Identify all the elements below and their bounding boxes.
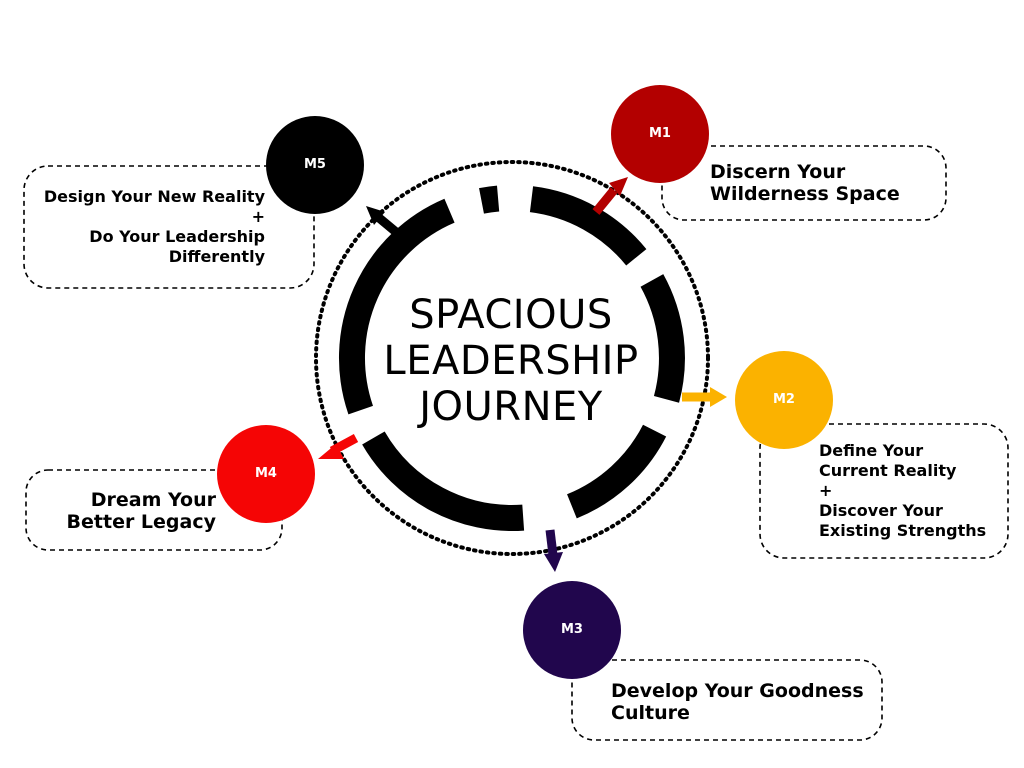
ring-segment bbox=[529, 186, 647, 266]
ring-segment bbox=[362, 431, 525, 531]
m5-line-1: Design Your New Reality bbox=[43, 187, 265, 206]
m2-line-4: Discover Your bbox=[819, 501, 943, 520]
m1-badge-label: M1 bbox=[649, 126, 671, 141]
m3-badge bbox=[523, 581, 621, 679]
m3-badge-label: M3 bbox=[561, 622, 583, 637]
m2-badge-label: M2 bbox=[773, 392, 795, 407]
m1-line-2: Wilderness Space bbox=[710, 183, 900, 205]
m2-text-box bbox=[759, 423, 1009, 559]
m5-line-3: Do Your Leadership bbox=[89, 227, 265, 246]
m4-description: Dream Your Better Legacy bbox=[40, 489, 216, 533]
m1-text-box bbox=[661, 145, 947, 221]
central-ring bbox=[338, 185, 685, 531]
m4-badge-label: M4 bbox=[255, 466, 277, 481]
m3-line-2: Culture bbox=[611, 702, 690, 724]
m1-badge bbox=[611, 85, 709, 183]
ring-segment bbox=[338, 198, 455, 415]
ring-segment bbox=[479, 185, 500, 214]
m5-line-2: + bbox=[251, 207, 265, 226]
ring-segment bbox=[566, 424, 667, 519]
m3-line-1: Develop Your Goodness bbox=[611, 680, 864, 702]
title-line-1: SPACIOUS bbox=[409, 292, 613, 338]
m3-text-box bbox=[571, 659, 883, 741]
center-title: SPACIOUS LEADERSHIP JOURNEY bbox=[340, 292, 682, 430]
ring-segment bbox=[640, 274, 685, 403]
m5-text-box bbox=[23, 165, 315, 289]
m2-line-3: + bbox=[819, 481, 833, 500]
m2-description: Define Your Current Reality + Discover Y… bbox=[819, 441, 986, 541]
m5-badge-label: M5 bbox=[304, 157, 326, 172]
arrow-to-m1 bbox=[592, 177, 628, 215]
m2-line-1: Define Your bbox=[819, 441, 924, 460]
m4-badge bbox=[217, 425, 315, 523]
m5-badge bbox=[266, 116, 364, 214]
arrow-to-m3 bbox=[544, 529, 563, 572]
title-line-3: JOURNEY bbox=[419, 384, 603, 430]
m2-badge bbox=[735, 351, 833, 449]
arrow-to-m2 bbox=[682, 387, 727, 407]
m2-line-5: Existing Strengths bbox=[819, 521, 987, 540]
m4-line-2: Better Legacy bbox=[66, 511, 216, 533]
m5-description: Design Your New Reality + Do Your Leader… bbox=[34, 187, 265, 267]
outer-dotted-circle bbox=[314, 160, 710, 556]
m5-line-4: Differently bbox=[168, 247, 265, 266]
m2-line-2: Current Reality bbox=[819, 461, 957, 480]
m1-line-1: Discern Your bbox=[710, 161, 846, 183]
arrow-to-m5 bbox=[366, 206, 399, 236]
arrow-to-m4 bbox=[318, 434, 359, 459]
m4-line-1: Dream Your bbox=[90, 489, 216, 511]
title-line-2: LEADERSHIP bbox=[383, 338, 639, 384]
m1-description: Discern Your Wilderness Space bbox=[710, 161, 900, 205]
m3-description: Develop Your Goodness Culture bbox=[611, 680, 864, 724]
